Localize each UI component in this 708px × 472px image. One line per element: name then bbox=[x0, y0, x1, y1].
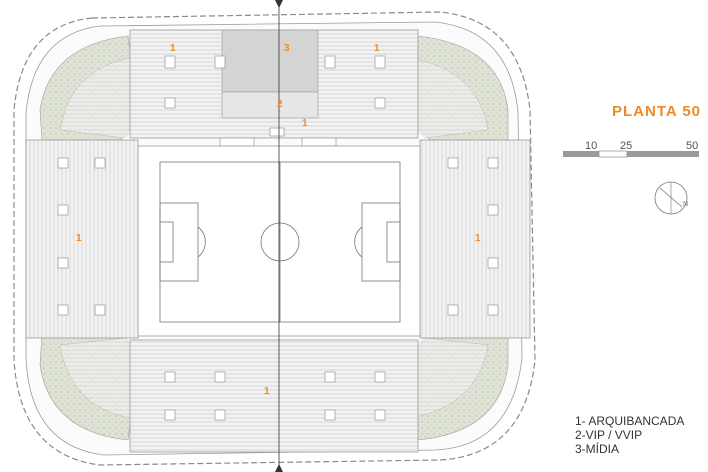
media-tribune bbox=[221, 29, 319, 93]
section-number: 1 bbox=[475, 233, 481, 244]
axis-arrow-top bbox=[275, 0, 283, 8]
vip-box bbox=[221, 91, 319, 119]
legend-item: 1- ARQUIBANCADA bbox=[575, 414, 685, 428]
scale-label: 10 bbox=[585, 140, 598, 152]
scale-label: 50 bbox=[686, 140, 699, 152]
section-number: 2 bbox=[277, 99, 283, 110]
legend-item: 3-MÍDIA bbox=[575, 442, 620, 456]
page-title: PLANTA 50 bbox=[612, 103, 702, 120]
corner-ne-seats bbox=[409, 57, 489, 139]
axis-arrow-bottom bbox=[275, 464, 283, 472]
legend-item: 2-VIP / VVIP bbox=[575, 428, 643, 442]
outer-roof-outline bbox=[13, 11, 536, 466]
section-number: 1 bbox=[374, 43, 380, 54]
section-number: 1 bbox=[76, 233, 82, 244]
scale-bar bbox=[563, 150, 699, 158]
section-number: 3 bbox=[284, 43, 290, 54]
section-number: 1 bbox=[170, 43, 176, 54]
bench-right bbox=[301, 137, 337, 147]
north-label: N bbox=[683, 201, 688, 208]
vomitories bbox=[57, 55, 499, 421]
tunnel bbox=[269, 127, 285, 137]
bench-left bbox=[219, 137, 255, 147]
west-stand bbox=[25, 139, 139, 339]
scale-label: 25 bbox=[620, 140, 633, 152]
section-number: 1 bbox=[264, 386, 270, 397]
section-number: 1 bbox=[302, 118, 308, 129]
east-stand bbox=[419, 139, 531, 339]
football-pitch bbox=[159, 161, 401, 323]
legend: 1- ARQUIBANCADA 2-VIP / VVIP 3-MÍDIA bbox=[575, 414, 684, 456]
south-stand bbox=[129, 339, 419, 453]
north-arrow-icon: N bbox=[654, 181, 688, 215]
